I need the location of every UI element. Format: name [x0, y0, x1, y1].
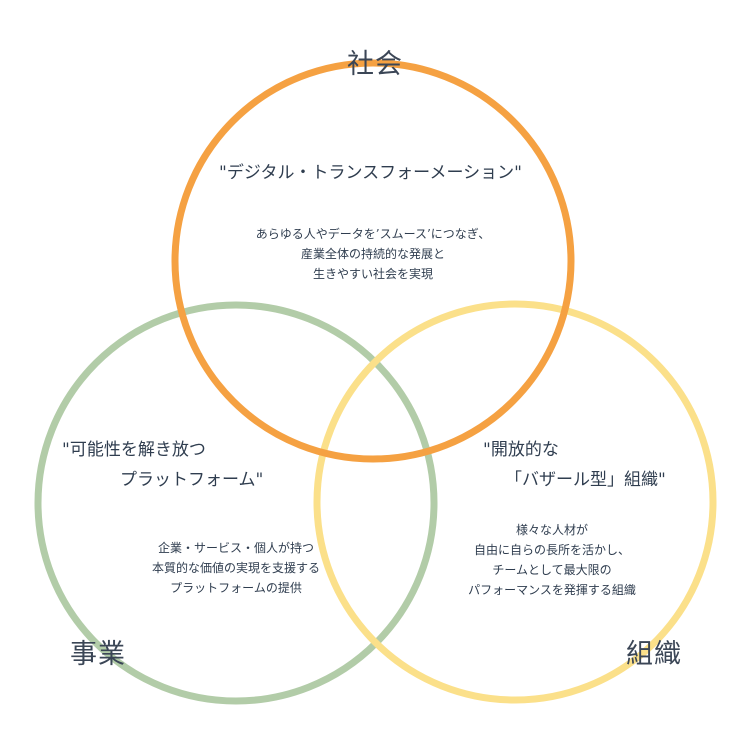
organization-description-line: 様々な人材が [515, 523, 588, 537]
organization-description: 様々な人材が 自由に自らの長所を活かし、 チームとして最大限の パフォーマンスを… [402, 520, 702, 600]
society-description-line: 生きやすい社会を実現 [312, 267, 433, 281]
business-description: 企業・サービス・個人が持つ 本質的な価値の実現を支援する プラットフォームの提供 [66, 538, 406, 598]
business-description-line: プラットフォームの提供 [170, 581, 302, 595]
business-heading-line: "可能性を解き放つ [62, 440, 206, 460]
business-description-line: 本質的な価値の実現を支援する [151, 561, 320, 575]
organization-description-line: チームとして最大限の [492, 563, 612, 577]
society-label: 社会 [347, 49, 403, 80]
society-heading: "デジタル・トランスフォーメーション" [219, 163, 522, 183]
organization-description-line: パフォーマンスを発揮する組織 [468, 583, 636, 597]
society-circle [171, 59, 575, 463]
business-label: 事業 [70, 639, 126, 670]
organization-label: 組織 [626, 639, 682, 670]
organization-heading: "開放的な 「バザール型」組織" [483, 435, 666, 495]
organization-heading-line: 「バザール型」組織" [505, 470, 666, 490]
organization-circle [313, 300, 717, 704]
society-description-line: 産業全体の持続的な発展と [300, 247, 445, 261]
business-description-line: 企業・サービス・個人が持つ [157, 541, 314, 555]
society-description: あらゆる人やデータを’スムース’につなぎ、 産業全体の持続的な発展と 生きやすい… [173, 224, 573, 284]
business-heading: "可能性を解き放つ プラットフォーム" [62, 435, 263, 495]
society-description-line: あらゆる人やデータを’スムース’につなぎ、 [255, 227, 491, 241]
business-circle [34, 301, 438, 705]
organization-heading-line: "開放的な [483, 440, 559, 460]
organization-description-line: 自由に自らの長所を活かし、 [473, 543, 630, 557]
business-heading-line: プラットフォーム" [120, 470, 264, 490]
